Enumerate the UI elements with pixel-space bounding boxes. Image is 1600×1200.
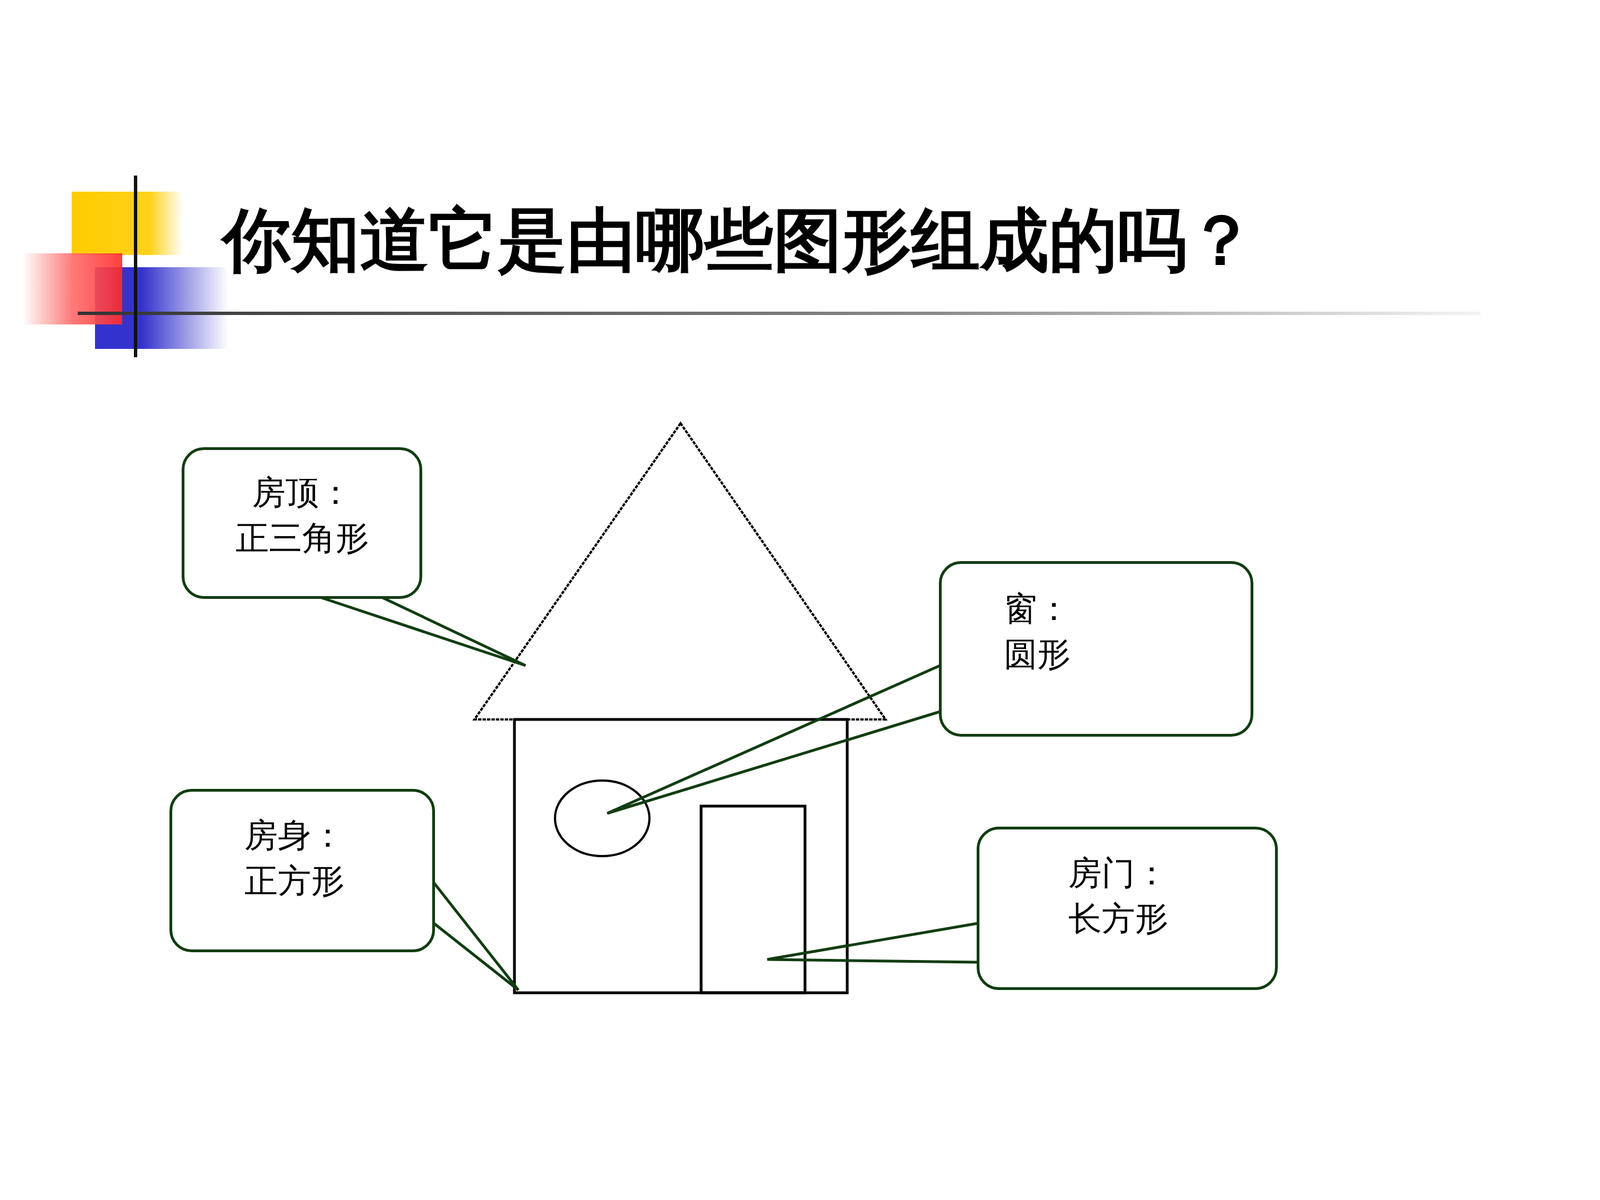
window-pointer (607, 665, 955, 814)
house-body (514, 719, 848, 993)
callout-shape-name: 圆形 (1003, 631, 1240, 678)
body-pointer (433, 882, 519, 990)
callout-box: 房门：长方形 (976, 826, 1278, 990)
vertical-rule (133, 175, 138, 358)
slide-title: 你知道它是由哪些图形组成的吗？ (222, 198, 1256, 282)
yellow-block (71, 191, 183, 255)
door-rect (701, 806, 805, 993)
callout-heading: 房门： (1068, 850, 1264, 897)
callout-shape-name: 长方形 (1068, 896, 1264, 942)
callout-shape-name: 正方形 (244, 858, 422, 904)
callout-box: 窗：圆形 (938, 561, 1254, 737)
door-pointer (767, 923, 978, 963)
callout-box: 房身：正方形 (169, 788, 435, 953)
roof-triangle (474, 423, 886, 720)
callout-box: 房顶：正三角形 (181, 447, 423, 599)
title-rule (77, 311, 1481, 315)
window-circle (555, 780, 650, 857)
callout-heading: 窗： (1003, 586, 1240, 632)
callout-heading: 房身： (244, 812, 422, 859)
callout-shape-name: 正三角形 (195, 515, 409, 562)
roof-pointer (321, 597, 526, 666)
callout-heading: 房顶： (195, 470, 409, 516)
